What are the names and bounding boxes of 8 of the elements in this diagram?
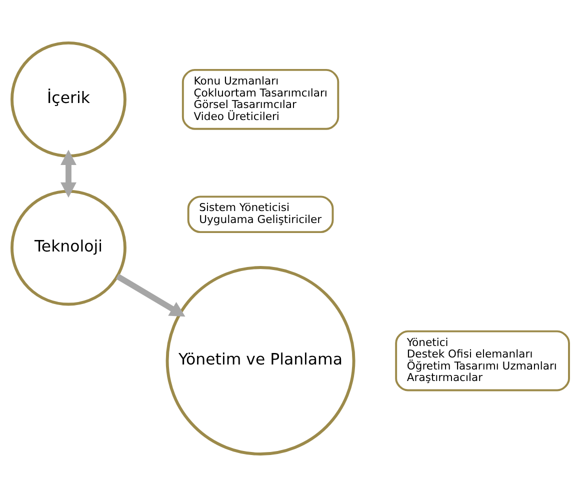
node-box: Konu Uzmanları Çokluortam Tasarımcıları Görsel Tasarımcılar Video Üreticileri <box>182 68 340 130</box>
node-box: Yönetici Destek Ofisi elemanları Öğretim Tasarımı Uzmanları Araştırmacılar <box>395 330 570 392</box>
node-circle: Teknoloji <box>10 190 126 306</box>
arrow <box>116 274 186 317</box>
arrow <box>60 150 76 198</box>
node-circle: İçerik <box>10 41 126 158</box>
node-box: Sistem Yöneticisi Uygulama Geliştiriciler <box>187 196 334 234</box>
node-circle: Yönetim ve Planlama <box>166 266 356 456</box>
